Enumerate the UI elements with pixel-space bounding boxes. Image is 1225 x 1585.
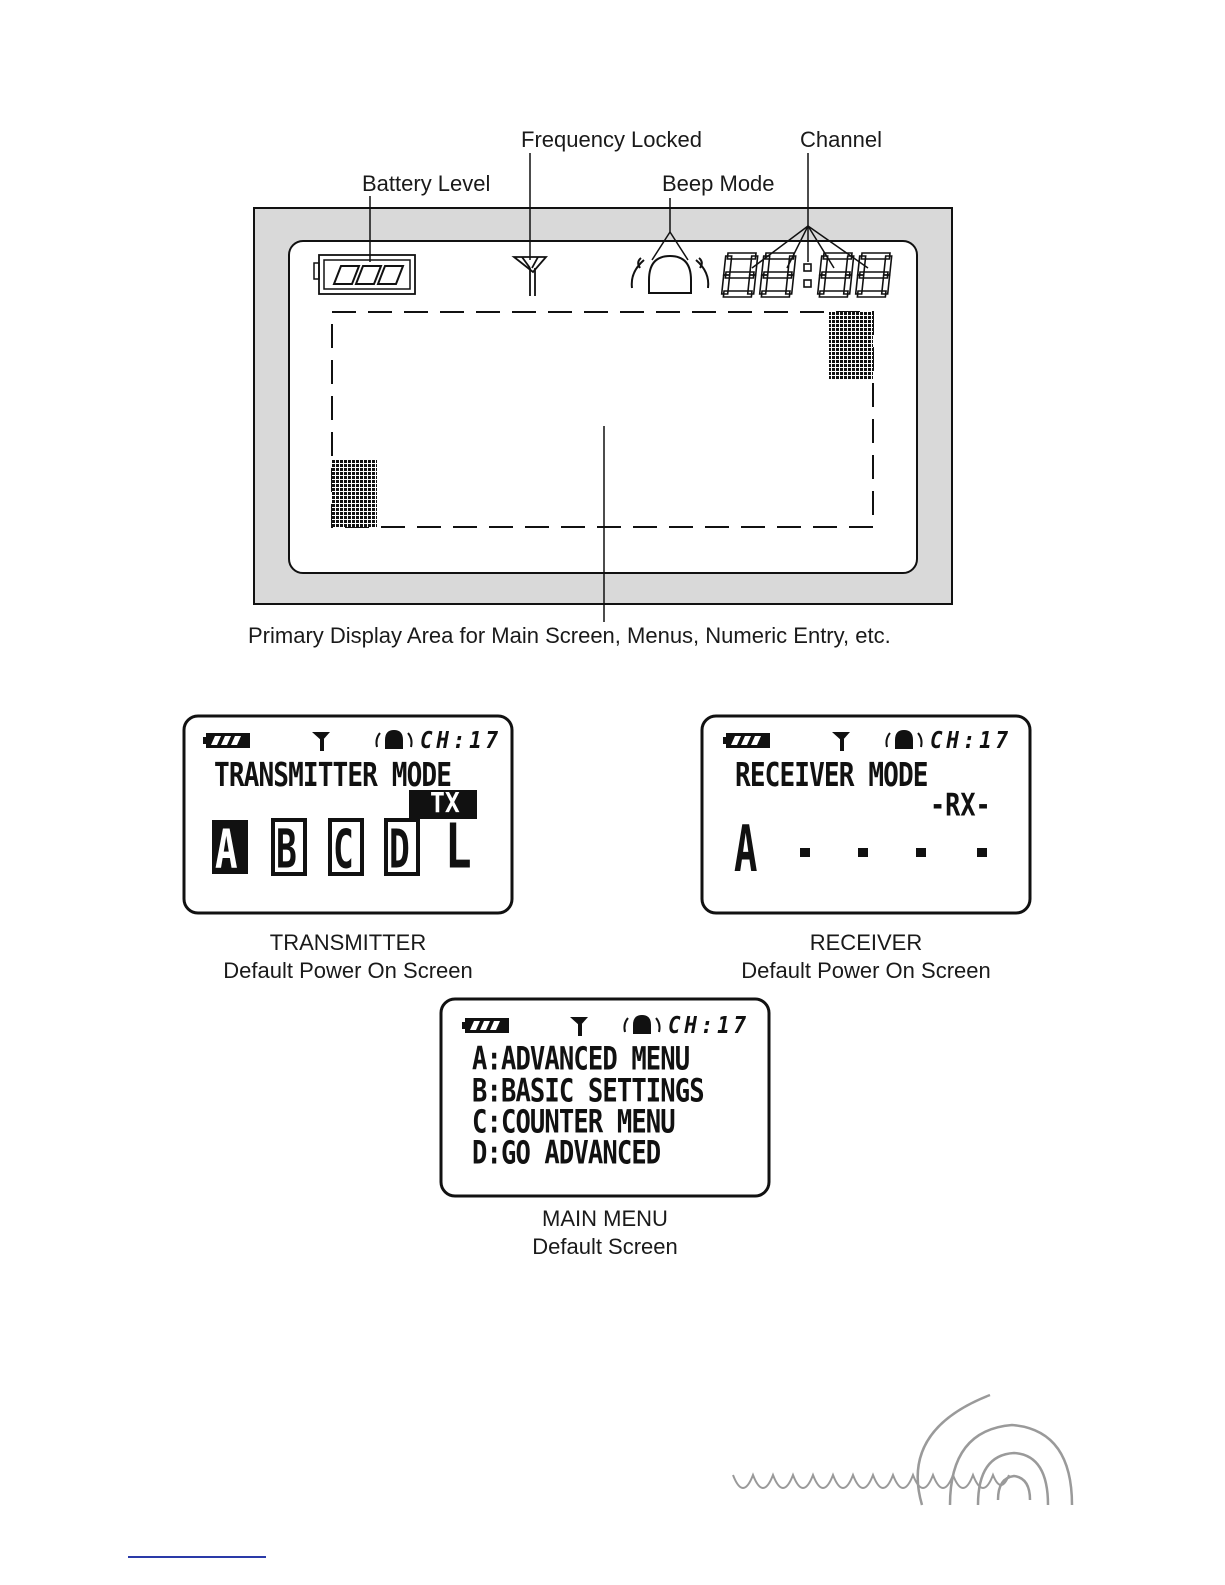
transmitter-letter-l: L — [445, 812, 472, 883]
main-menu-caption-subtitle: Default Screen — [532, 1234, 678, 1259]
receiver-letter: A — [734, 812, 758, 887]
label-beep-mode: Beep Mode — [662, 171, 775, 196]
transmitter-letter-c: C — [333, 818, 354, 881]
battery-icon — [462, 1018, 509, 1033]
lcd-diagram-graphic — [253, 153, 953, 622]
menu-item-basic-settings: B:BASIC SETTINGS — [472, 1072, 705, 1110]
transmitter-caption-subtitle: Default Power On Screen — [223, 958, 473, 983]
bell-icon — [630, 254, 710, 294]
label-channel: Channel — [800, 127, 882, 152]
receiver-channel: CH:17 — [930, 728, 1012, 755]
bell-icon — [375, 730, 413, 749]
pixel-block-bottom-left — [332, 459, 377, 527]
battery-icon — [203, 733, 250, 748]
transmitter-title: TRANSMITTER MODE — [214, 755, 452, 795]
label-battery-level: Battery Level — [362, 171, 491, 196]
receiver-badge: -RX- — [930, 787, 991, 824]
battery-icon — [723, 733, 770, 748]
antenna-icon — [570, 1017, 588, 1036]
main-menu-status-icons — [462, 1015, 661, 1036]
transmitter-status-icons — [203, 730, 413, 751]
transmitter-channel: CH:17 — [420, 728, 502, 755]
receiver-caption-subtitle: Default Power On Screen — [741, 958, 991, 983]
label-primary-display-area: Primary Display Area for Main Screen, Me… — [248, 623, 891, 648]
transmitter-letter-d: D — [389, 818, 410, 881]
transmitter-letter-b: B — [276, 818, 297, 881]
main-menu-caption-title: MAIN MENU — [542, 1206, 668, 1231]
main-menu-caption: MAIN MENU Default Screen — [441, 1205, 769, 1261]
receiver-title: RECEIVER MODE — [735, 755, 928, 795]
main-menu-channel: CH:17 — [668, 1013, 750, 1040]
transmitter-caption-title: TRANSMITTER — [269, 930, 427, 955]
leader-lines — [369, 153, 869, 622]
antenna-icon — [832, 732, 850, 751]
label-frequency-locked: Frequency Locked — [521, 127, 702, 152]
antenna-icon — [312, 732, 330, 751]
battery-icon — [313, 254, 416, 295]
bell-icon — [885, 730, 923, 749]
menu-item-go-advanced: D:GO ADVANCED — [472, 1134, 661, 1172]
primary-display-area — [331, 311, 874, 528]
transmitter-badge: TX — [430, 788, 460, 820]
transmitter-caption: TRANSMITTER Default Power On Screen — [184, 929, 512, 985]
lcd-glass — [288, 240, 918, 574]
menu-item-counter-menu: C:COUNTER MENU — [472, 1103, 676, 1141]
wave-logo — [732, 1393, 1074, 1506]
pixel-block-top-right — [829, 312, 873, 379]
bell-icon — [623, 1015, 661, 1034]
transmitter-letter-a: A — [215, 818, 238, 881]
menu-item-advanced-menu: A:ADVANCED MENU — [472, 1040, 690, 1078]
receiver-caption-title: RECEIVER — [809, 930, 923, 955]
receiver-dots — [800, 848, 987, 857]
receiver-status-icons — [723, 730, 923, 751]
receiver-caption: RECEIVER Default Power On Screen — [702, 929, 1030, 985]
